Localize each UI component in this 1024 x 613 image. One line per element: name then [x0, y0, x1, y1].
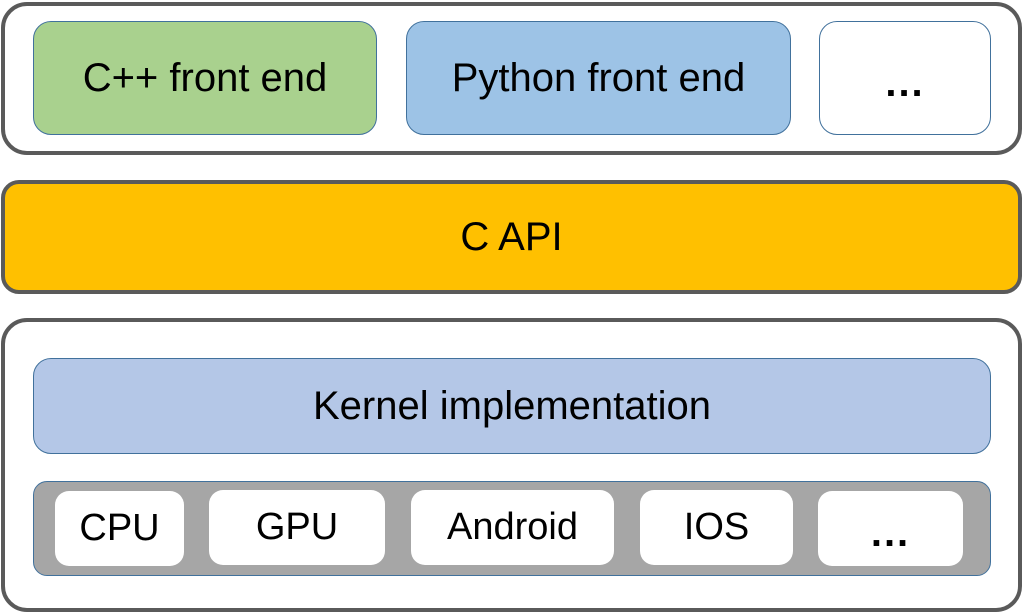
- platform-more: ...: [818, 491, 963, 566]
- platform-more-label: ...: [870, 511, 911, 555]
- platform-android-label: Android: [447, 506, 578, 548]
- python-frontend-box: Python front end: [406, 21, 791, 135]
- cpp-frontend-box: C++ front end: [33, 21, 377, 135]
- platform-android: Android: [411, 490, 614, 565]
- platform-gpu-label: GPU: [255, 506, 339, 548]
- platform-ios-label: IOS: [683, 506, 750, 548]
- c-api-label: C API: [460, 214, 563, 259]
- cpp-frontend-label: C++ front end: [82, 55, 328, 100]
- platform-ios: IOS: [640, 490, 793, 565]
- platform-cpu: CPU: [55, 491, 184, 566]
- python-frontend-label: Python front end: [451, 55, 746, 100]
- kernel-implementation-label: Kernel implementation: [313, 383, 711, 428]
- platform-cpu-label: CPU: [79, 507, 160, 549]
- more-frontends-box: ...: [819, 21, 991, 135]
- platform-gpu: GPU: [209, 490, 385, 565]
- kernel-implementation-box: Kernel implementation: [33, 358, 991, 454]
- c-api-layer: C API: [1, 180, 1022, 294]
- more-frontends-label: ...: [885, 60, 925, 105]
